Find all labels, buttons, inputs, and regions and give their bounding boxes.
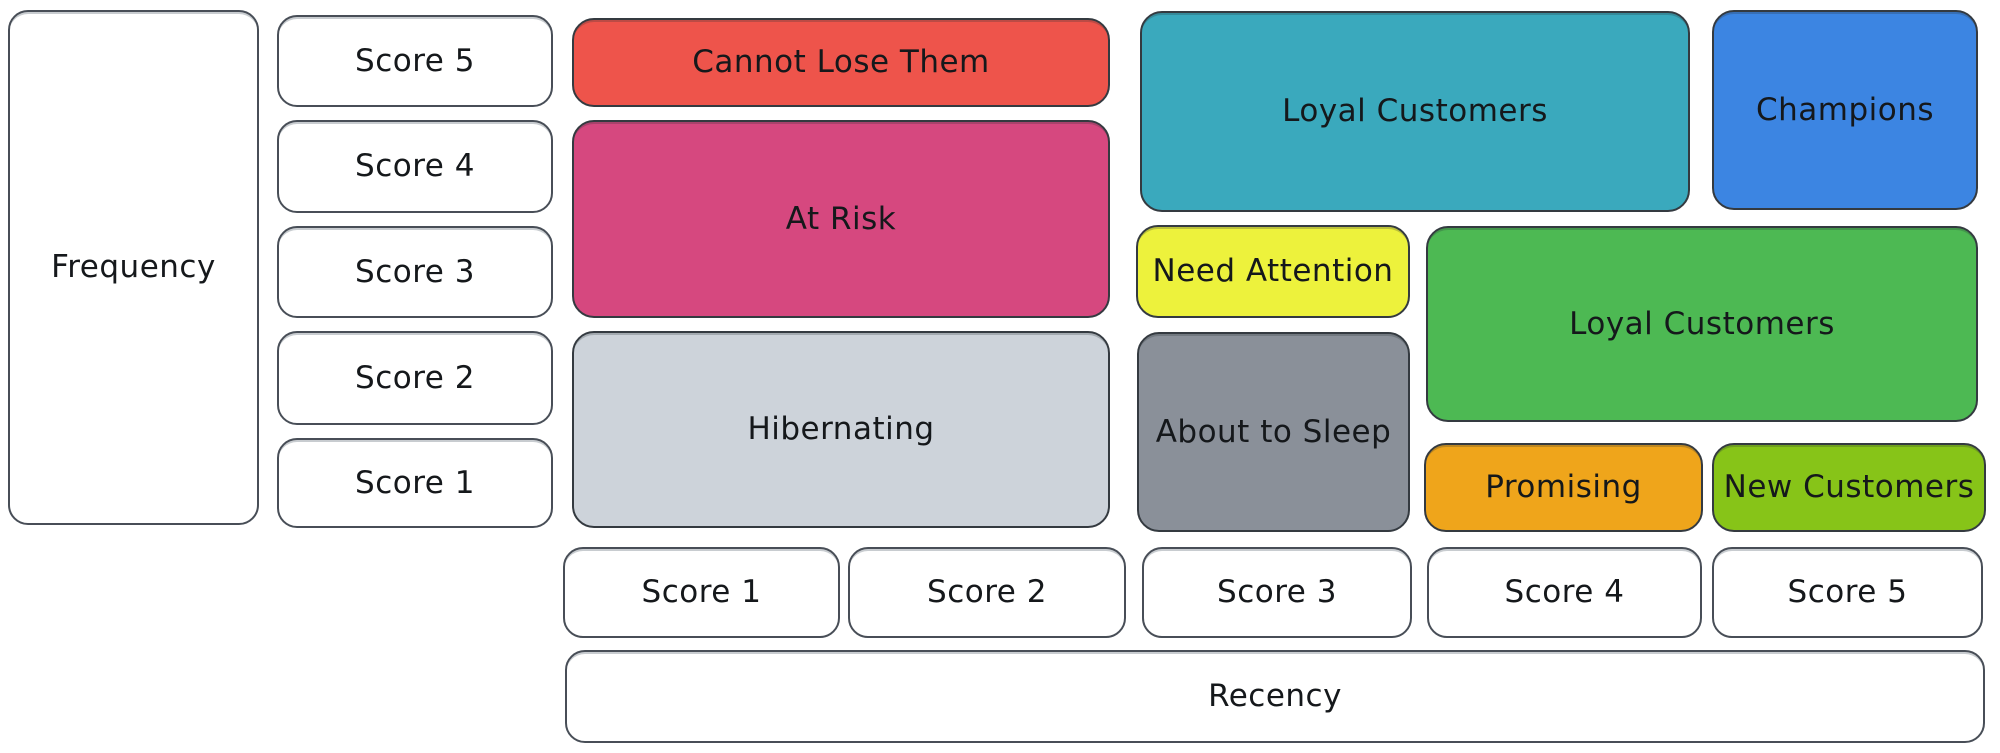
segment-cannot-lose-them: Cannot Lose Them [572, 18, 1110, 107]
segment-champions-label: Champions [1755, 91, 1935, 128]
segment-champions: Champions [1712, 10, 1978, 210]
frequency-score-4-label: Score 4 [355, 148, 475, 185]
segment-new-customers: New Customers [1712, 443, 1986, 532]
segment-at-risk: At Risk [572, 120, 1110, 318]
recency-score-1-label: Score 1 [641, 574, 762, 611]
recency-score-5-label: Score 5 [1787, 574, 1908, 611]
segment-about-to-sleep-label: About to Sleep [1155, 413, 1392, 450]
recency-score-5: Score 5 [1712, 547, 1983, 638]
recency-axis: Recency [565, 650, 1985, 743]
recency-score-2: Score 2 [848, 547, 1126, 638]
recency-score-1: Score 1 [563, 547, 840, 638]
frequency-axis-label: Frequency [51, 249, 216, 286]
segment-cannot-lose-them-label: Cannot Lose Them [692, 44, 990, 81]
segment-need-attention: Need Attention [1136, 225, 1410, 318]
frequency-score-3-label: Score 3 [355, 253, 475, 290]
recency-score-3: Score 3 [1142, 547, 1412, 638]
frequency-score-3: Score 3 [277, 226, 553, 318]
recency-axis-label: Recency [1208, 678, 1342, 715]
frequency-score-5-label: Score 5 [355, 42, 475, 79]
recency-score-3-label: Score 3 [1217, 574, 1337, 611]
recency-score-4: Score 4 [1427, 547, 1702, 638]
frequency-score-2-label: Score 2 [355, 359, 475, 396]
frequency-score-1: Score 1 [277, 438, 553, 528]
segment-hibernating: Hibernating [572, 331, 1110, 528]
segment-loyal-customers-green-label: Loyal Customers [1569, 305, 1835, 342]
frequency-score-1-label: Score 1 [355, 464, 475, 501]
frequency-score-4: Score 4 [277, 120, 553, 213]
segment-loyal-customers-teal-label: Loyal Customers [1282, 93, 1548, 130]
frequency-score-2: Score 2 [277, 331, 553, 425]
segment-promising: Promising [1424, 443, 1703, 532]
segment-need-attention-label: Need Attention [1152, 253, 1394, 290]
frequency-axis: Frequency [8, 10, 259, 525]
frequency-score-5: Score 5 [277, 15, 553, 107]
segment-new-customers-label: New Customers [1723, 469, 1975, 506]
segment-promising-label: Promising [1485, 469, 1642, 506]
segment-loyal-customers-teal: Loyal Customers [1140, 11, 1690, 212]
segment-loyal-customers-green: Loyal Customers [1426, 226, 1978, 422]
segment-about-to-sleep: About to Sleep [1137, 332, 1410, 532]
segment-at-risk-label: At Risk [785, 200, 897, 237]
segment-hibernating-label: Hibernating [747, 411, 935, 448]
recency-score-4-label: Score 4 [1504, 574, 1625, 611]
recency-score-2-label: Score 2 [927, 574, 1047, 611]
